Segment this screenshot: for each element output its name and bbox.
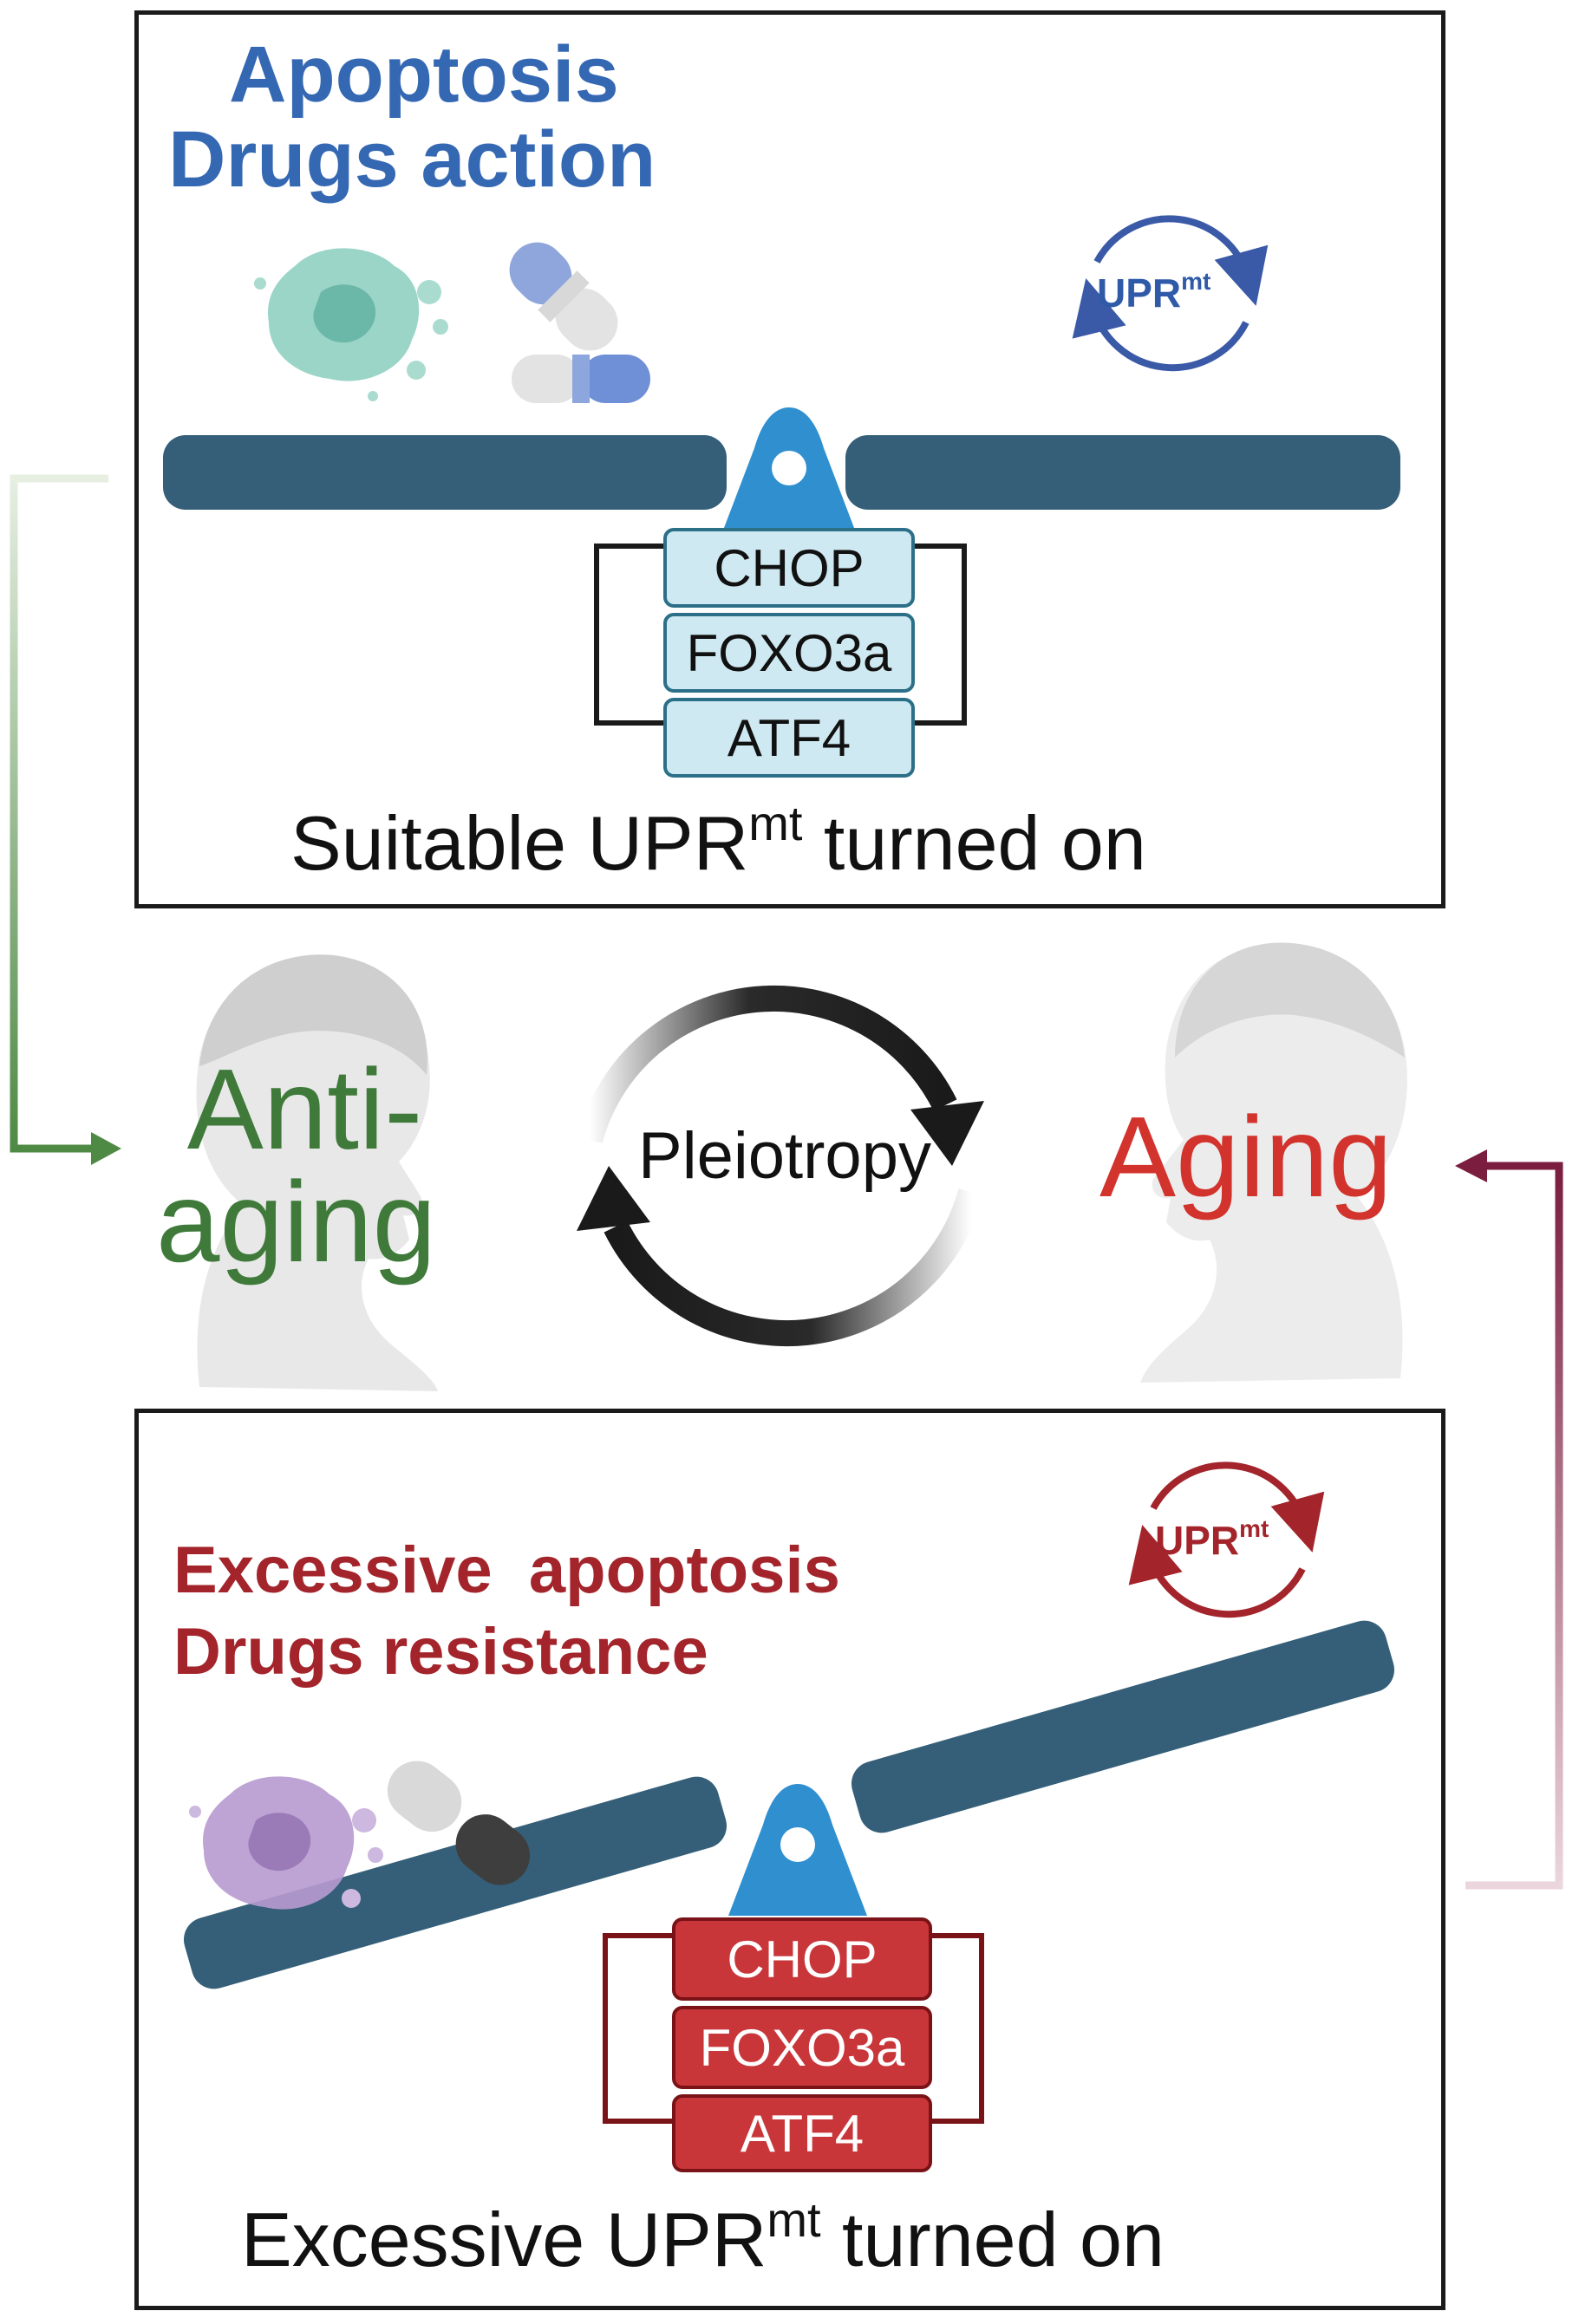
anti-aging-label: Anti- aging [156,1045,436,1286]
seesaw-beam-right-top [845,435,1400,510]
factor-foxo3a-top: FOXO3a [663,613,915,693]
bottom-title-line-2: Drugs resistance [173,1615,708,1689]
factor-chop-bottom: CHOP [672,1917,932,2001]
apoptotic-cell-icon-bottom [189,1776,383,1910]
factor-atf4-top: ATF4 [663,698,915,778]
seesaw-fulcrum-bottom [728,1784,867,1916]
young-head-illustration [196,954,438,1391]
bottom-panel-title: Excessive apoptosis Drugs resistance [173,1530,840,1693]
right-connector-arrow [1455,1149,1563,1890]
factor-chop-top: CHOP [663,528,915,608]
bottom-panel: Excessive apoptosis Drugs resistance UPR… [134,1409,1445,2310]
apoptotic-cell-icon-top [254,248,448,401]
aging-label: Aging [1099,1093,1393,1221]
top-title-line-2: Drugs action [168,115,656,204]
bottom-title-line-1: Excessive apoptosis [173,1533,840,1607]
left-connector-arrow [10,474,121,1165]
seesaw-beam-left-top [163,435,727,510]
drug-capsule-icon-bottom [387,1761,531,1885]
upr-cycle-icon-bottom [1128,1461,1325,1618]
bottom-panel-caption: Excessive UPRmt turned on [241,2192,1165,2282]
drug-capsules-icon-top [509,242,650,403]
seesaw-fulcrum-top [720,407,858,539]
pleiotropy-label: Pleiotropy [638,1119,931,1193]
anti-aging-line-1: Anti- [186,1045,423,1173]
factor-atf4-bottom: ATF4 [672,2094,932,2172]
upr-label-bottom: UPRmt [1155,1515,1269,1563]
anti-aging-line-2: aging [156,1158,436,1286]
top-panel-title: Apoptosis Drugs action [168,32,656,202]
top-title-line-1: Apoptosis [229,30,619,119]
upr-cycle-icon-top [1072,215,1269,372]
top-panel-caption: Suitable UPRmt turned on [290,796,1146,886]
top-panel: Apoptosis Drugs action UPRmt [134,10,1445,908]
factor-foxo3a-bottom: FOXO3a [672,2006,932,2089]
aged-head-illustration [1140,942,1407,1383]
pleiotropy-cycle-icon [577,985,984,1347]
seesaw-beam-right-bottom [845,1615,1400,1839]
upr-label-top: UPRmt [1097,268,1211,316]
